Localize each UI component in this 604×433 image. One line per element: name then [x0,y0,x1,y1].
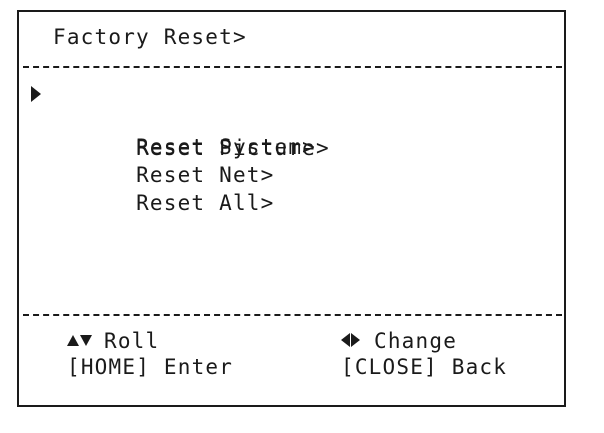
roll-label: Roll [104,329,160,353]
menu-title: Factory Reset> [53,25,247,49]
menu-item-reset-picture[interactable]: Reset Picture> [31,108,330,160]
reset-menu-list: Reset System> Reset Picture> Reset Net> … [31,80,330,215]
change-label: Change [374,329,458,353]
enter-hint: [HOME] Enter [67,355,234,379]
change-hint: Change [341,328,457,355]
menu-item-reset-net[interactable]: Reset Net> [31,135,330,187]
menu-item-label: Reset All> [136,190,275,215]
menu-item-label: Reset Net> [136,163,275,187]
menu-item-reset-all[interactable]: Reset All> [31,163,330,215]
roll-hint: Roll [67,328,159,355]
menu-item-label: Reset Picture> [136,135,330,160]
down-arrow-icon [80,334,92,346]
osd-menu-frame: Factory Reset> Reset System> Reset Pictu… [17,10,566,407]
right-arrow-icon [351,333,360,347]
up-arrow-icon [67,334,79,346]
top-divider [23,66,562,68]
selection-cursor-icon [31,86,41,102]
left-arrow-icon [341,333,350,347]
menu-item-label: Reset System> [136,135,317,159]
menu-item-reset-system[interactable]: Reset System> [31,80,330,159]
back-hint: [CLOSE] Back [341,355,508,379]
bottom-divider [23,314,562,316]
